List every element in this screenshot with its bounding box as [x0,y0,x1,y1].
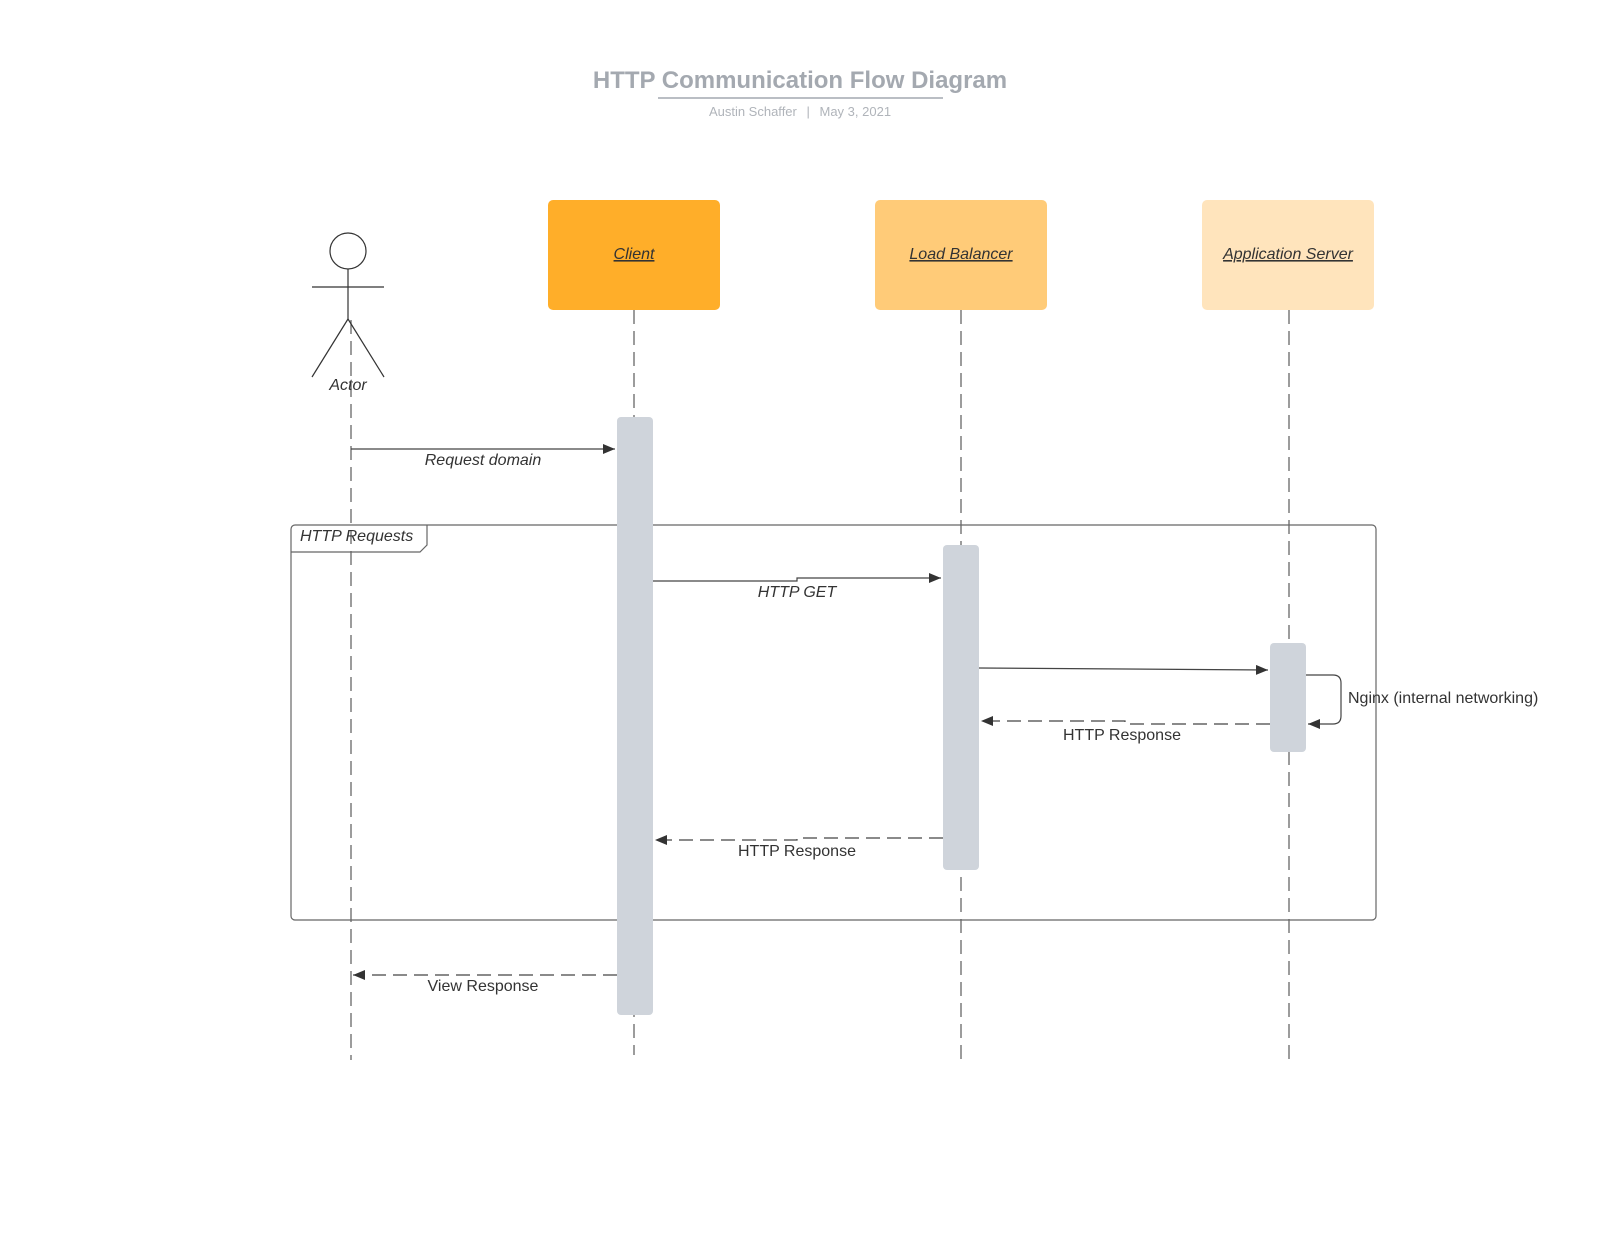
message-nginx-self: Nginx (internal networking) [1306,674,1538,729]
actor-head-icon [329,232,367,270]
page-title: HTTP Communication Flow Diagram [593,67,1007,94]
client-activation [617,417,653,1015]
app-server-box [1202,200,1374,310]
client-participant: Client [548,200,720,310]
actor-figure: Actor [311,232,385,394]
actor-label: Actor [328,377,367,394]
http-response-lb-label: HTTP Response [738,843,856,860]
message-http-get: HTTP GET [653,573,941,601]
request-domain-label: Request domain [425,452,542,469]
message-request-domain: Request domain [351,444,615,469]
subtitle: Austin Schaffer | May 3, 2021 [709,104,891,119]
frame-label-tab [291,525,428,553]
http-response-app-label: HTTP Response [1063,727,1181,744]
app-server-activation [1270,643,1306,752]
frame-label: HTTP Requests [300,528,413,545]
client-label: Client [614,246,655,263]
load-balancer-box [875,200,1047,310]
load-balancer-label: Load Balancer [909,246,1013,263]
date: May 3, 2021 [820,104,892,119]
nginx-label: Nginx (internal networking) [1348,690,1538,707]
message-http-response-app: HTTP Response [981,716,1270,744]
client-box [548,200,720,310]
subtitle-separator: | [806,104,809,119]
view-response-label: View Response [428,978,539,995]
message-http-response-lb: HTTP Response [655,835,943,860]
load-balancer-participant: Load Balancer [875,200,1047,310]
load-balancer-activation [943,545,979,870]
app-server-participant: Application Server [1202,200,1374,310]
message-forward-to-app [978,664,1269,675]
app-server-label: Application Server [1222,246,1354,263]
http-requests-frame [290,524,1377,921]
author: Austin Schaffer [709,104,798,119]
message-view-response: View Response [353,970,617,995]
http-get-label: HTTP GET [758,584,838,601]
